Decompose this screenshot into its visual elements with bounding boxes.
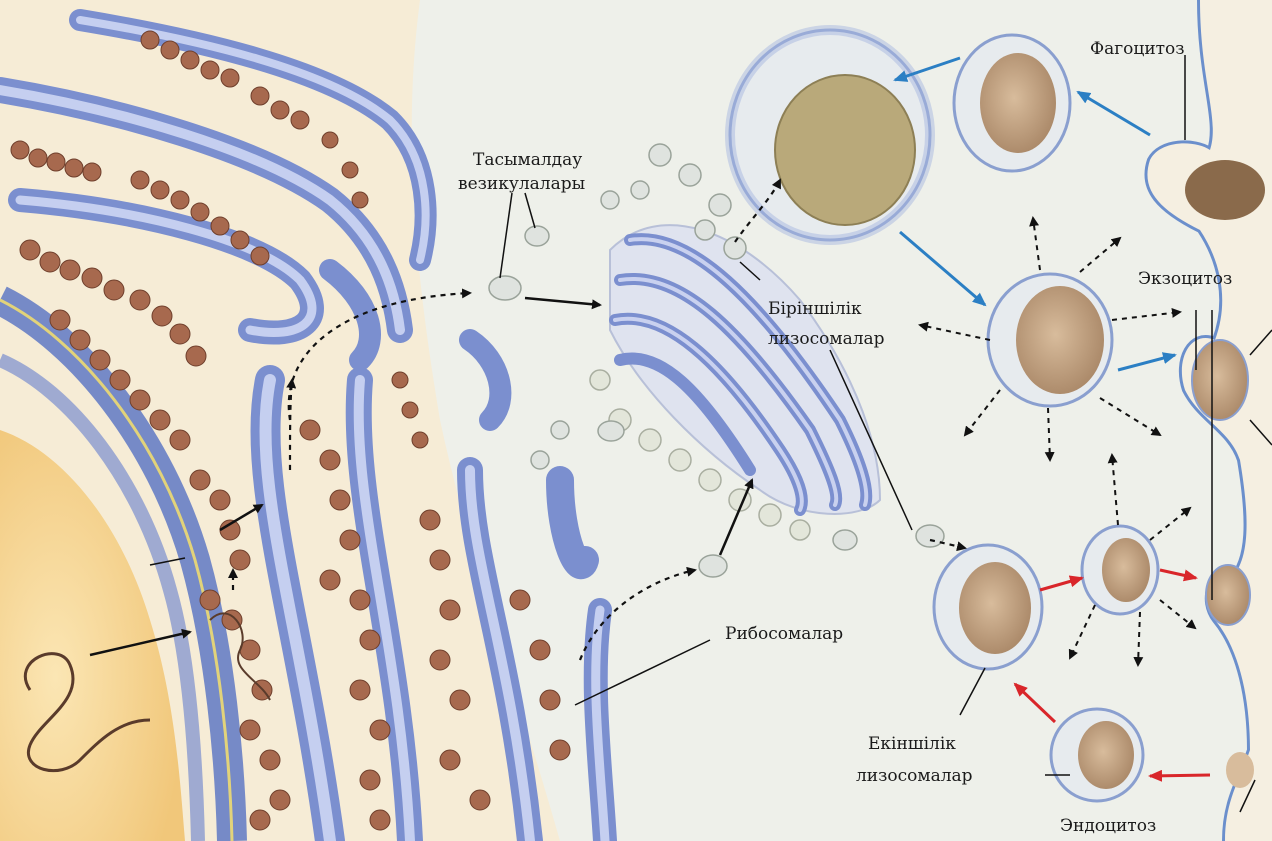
label-phagocytosis: Фагоцитоз bbox=[1090, 39, 1185, 59]
label-primary-lysosomes-line1: Біріншілік bbox=[768, 299, 862, 319]
label-transport-vesicles-line1: Тасымалдау bbox=[473, 150, 582, 170]
label-endocytosis: Эндоцитоз bbox=[1060, 816, 1156, 836]
endosome bbox=[1051, 709, 1143, 801]
endocytic-pit bbox=[1226, 752, 1254, 788]
label-secondary-lysosomes-line2: лизосомалар bbox=[856, 766, 973, 786]
label-exocytosis: Экзоцитоз bbox=[1138, 269, 1232, 289]
exocytosis-vesicle bbox=[1192, 340, 1248, 420]
phagosome bbox=[954, 35, 1070, 171]
secondary-lysosome-left bbox=[934, 545, 1042, 669]
label-transport-vesicles-line2: везикулалары bbox=[458, 174, 585, 194]
secondary-lysosome-middle bbox=[1082, 526, 1158, 614]
engulfed-particle bbox=[1185, 160, 1265, 220]
primary-lysosome-center bbox=[988, 274, 1112, 406]
label-primary-lysosomes-line2: лизосомалар bbox=[768, 329, 885, 349]
label-ribosomes: Рибосомалар bbox=[725, 624, 843, 644]
label-secondary-lysosomes-line1: Екіншілік bbox=[868, 734, 956, 754]
